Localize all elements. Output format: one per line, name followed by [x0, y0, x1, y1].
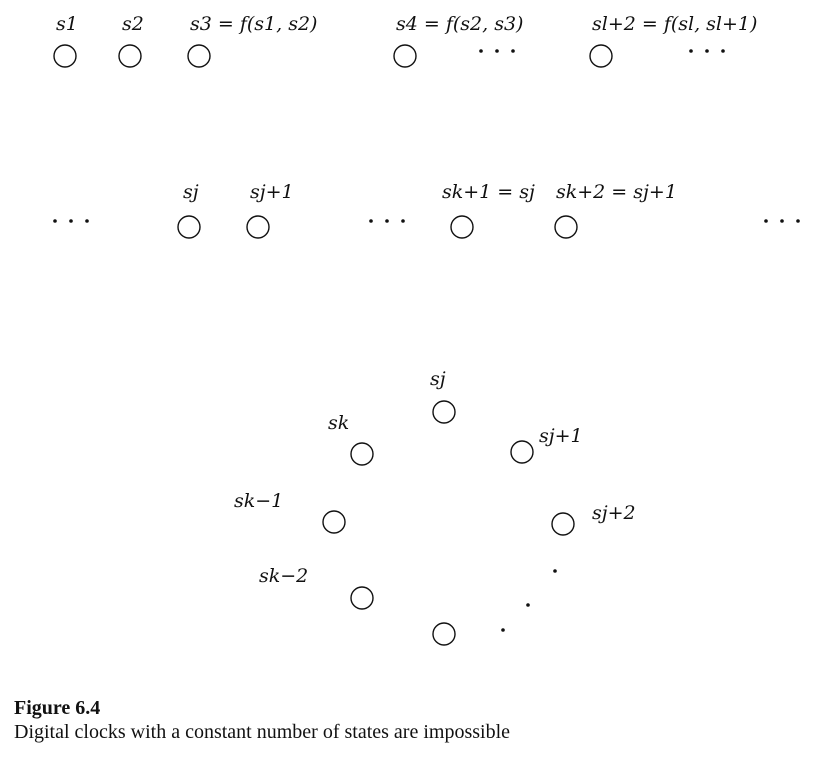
cycle-node-sk: [350, 442, 374, 466]
cycle-node-sj: [432, 400, 456, 424]
label-r2-sj: sj: [183, 181, 199, 203]
cycle-node-skm1: [322, 510, 346, 534]
label-cycle-sk: sk: [328, 412, 349, 434]
label-r2-sj1: sj+1: [250, 181, 294, 203]
state-diagram: s1 s2 s3 = f(s1, s2) s4 = f(s2, s3) sl+2…: [53, 13, 800, 646]
label-sl2: sl+2 = f(sl, sl+1): [592, 13, 757, 35]
state-node-r2-sj1: [246, 215, 270, 239]
figure-description: Digital clocks with a constant number of…: [14, 721, 510, 743]
label-s2: s2: [122, 13, 144, 35]
label-cycle-sj2: sj+2: [592, 502, 636, 524]
state-node-s3: [187, 44, 211, 68]
ellipsis-cycle: [501, 569, 557, 632]
label-r2-sk2: sk+2 = sj+1: [556, 181, 677, 203]
ellipsis-row2-left: [53, 219, 89, 223]
state-node-sl2: [589, 44, 613, 68]
label-cycle-skm2: sk−2: [259, 565, 308, 587]
cycle-node-sj2: [551, 512, 575, 536]
ellipsis-row1-a: [479, 49, 515, 53]
label-cycle-skm1: sk−1: [234, 490, 283, 512]
state-node-r2-sk2: [554, 215, 578, 239]
label-s3: s3 = f(s1, s2): [190, 13, 317, 35]
ellipsis-row1-b: [689, 49, 725, 53]
state-node-s1: [53, 44, 77, 68]
label-cycle-sj: sj: [430, 368, 446, 390]
cycle-node-bottom: [432, 622, 456, 646]
cycle-node-sj1: [510, 440, 534, 464]
figure-number: Figure 6.4: [14, 697, 101, 719]
state-node-s4: [393, 44, 417, 68]
label-s4: s4 = f(s2, s3): [396, 13, 523, 35]
figure-caption: Figure 6.4 Digital clocks with a constan…: [14, 696, 510, 744]
label-s1: s1: [56, 13, 78, 35]
ellipsis-row2-mid: [369, 219, 405, 223]
ellipsis-row2-right: [764, 219, 800, 223]
state-node-s2: [118, 44, 142, 68]
state-node-r2-sk1: [450, 215, 474, 239]
label-cycle-sj1: sj+1: [539, 425, 583, 447]
cycle-node-skm2: [350, 586, 374, 610]
label-r2-sk1: sk+1 = sj: [442, 181, 535, 203]
state-node-r2-sj: [177, 215, 201, 239]
